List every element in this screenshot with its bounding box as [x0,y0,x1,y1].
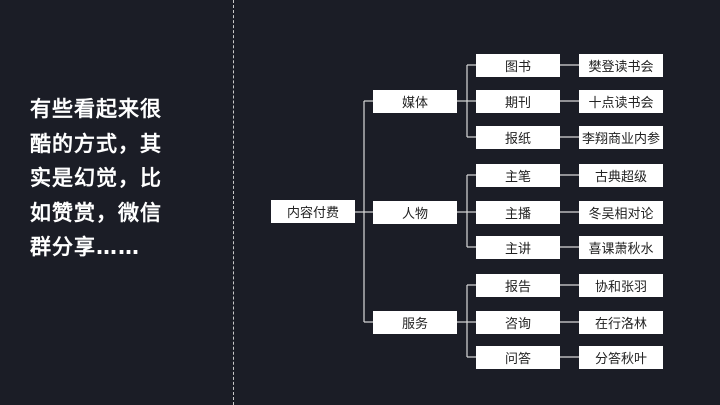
headline-line-2: 酷的方式，其 [30,131,162,156]
headline-line-3: 实是幻觉，比 [30,166,162,190]
leaf-node-5: 冬吴相对论 [579,201,663,224]
sub-node-qa: 问答 [476,346,560,369]
headline-line-4: 如赞赏，微信 [30,200,162,225]
leaf-node-6: 喜课萧秋水 [579,236,663,259]
leaf-node-7: 协和张羽 [579,274,663,297]
leaf-node-3: 李翔商业内参 [579,126,663,149]
root-node: 内容付费 [271,200,355,223]
category-node-people: 人物 [373,201,457,224]
sub-node-periodicals: 期刊 [476,90,560,113]
leaf-node-8: 在行洛林 [579,311,663,334]
leaf-node-9: 分答秋叶 [579,346,663,369]
sub-node-report: 报告 [476,274,560,297]
sub-node-anchor: 主播 [476,201,560,224]
category-node-media: 媒体 [373,90,457,113]
dashed-divider [233,0,234,405]
headline-text: 有些看起来很 酷的方式，其 实是幻觉，比 如赞赏，微信 群分享…… [30,92,205,265]
sub-node-books: 图书 [476,54,560,77]
sub-node-newspaper: 报纸 [476,126,560,149]
sub-node-writer: 主笔 [476,164,560,187]
leaf-node-2: 十点读书会 [579,90,663,113]
headline-line-1: 有些看起来很 [30,97,162,121]
leaf-node-1: 樊登读书会 [579,54,663,77]
sub-node-lecturer: 主讲 [476,236,560,259]
category-node-service: 服务 [373,311,457,334]
sub-node-consulting: 咨询 [476,311,560,334]
leaf-node-4: 古典超级 [579,164,663,187]
headline-line-5: 群分享…… [30,235,140,259]
